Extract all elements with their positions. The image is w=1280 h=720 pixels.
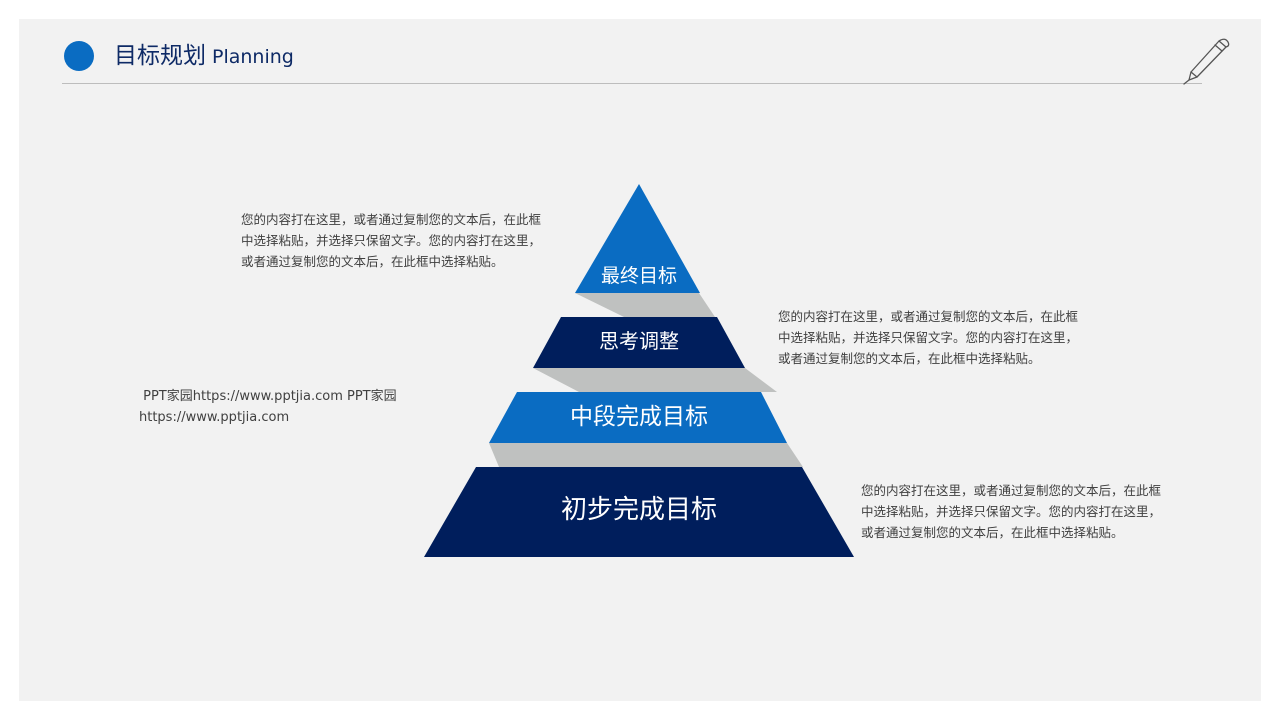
- pyramid-tier-1: [575, 184, 700, 293]
- connector-3: [489, 443, 803, 467]
- pyramid-tier-3: [489, 392, 787, 443]
- header-circle-icon: [64, 41, 94, 71]
- page-title: 目标规划 Planning: [114, 39, 294, 74]
- description-line: 中选择粘贴，并选择只保留文字。您的内容打在这里，: [861, 504, 1162, 519]
- description-line: 或者通过复制您的文本后，在此框中选择粘贴。: [241, 254, 504, 269]
- page-title-cn: 目标规划: [114, 43, 206, 69]
- description-line: 您的内容打在这里，或者通过复制您的文本后，在此框: [778, 309, 1079, 324]
- description-line: 或者通过复制您的文本后，在此框中选择粘贴。: [778, 351, 1041, 366]
- watermark-line: PPT家园https://www.pptjia.com PPT家园: [139, 389, 397, 404]
- description-middle-right: 您的内容打在这里，或者通过复制您的文本后，在此框 中选择粘贴，并选择只保留文字。…: [778, 306, 1108, 369]
- description-bottom-right: 您的内容打在这里，或者通过复制您的文本后，在此框 中选择粘贴，并选择只保留文字。…: [861, 480, 1191, 543]
- pyramid-tier-2: [533, 317, 745, 368]
- connector-2: [533, 368, 777, 392]
- description-line: 或者通过复制您的文本后，在此框中选择粘贴。: [861, 525, 1124, 540]
- pyramid-tier-4: [424, 467, 854, 557]
- watermark-line: https://www.pptjia.com: [139, 410, 290, 425]
- description-line: 您的内容打在这里，或者通过复制您的文本后，在此框: [861, 483, 1162, 498]
- slide: 目标规划 Planning 最终目标 思考调整 中段完成目标 初步完成目标 您的内…: [19, 19, 1261, 701]
- watermark-text: PPT家园https://www.pptjia.com PPT家园 https:…: [139, 386, 397, 428]
- pyramid-diagram: [424, 184, 854, 557]
- pen-icon: [1183, 38, 1230, 85]
- tier-label-2: 思考调整: [599, 329, 679, 353]
- header-divider: [62, 83, 1202, 84]
- description-top-left: 您的内容打在这里，或者通过复制您的文本后，在此框 中选择粘贴，并选择只保留文字。…: [241, 209, 571, 272]
- tier-label-3: 中段完成目标: [570, 404, 708, 430]
- description-line: 中选择粘贴，并选择只保留文字。您的内容打在这里，: [241, 233, 542, 248]
- tier-label-4: 初步完成目标: [560, 495, 718, 525]
- description-line: 中选择粘贴，并选择只保留文字。您的内容打在这里，: [778, 330, 1079, 345]
- tier-label-1: 最终目标: [600, 265, 678, 287]
- description-line: 您的内容打在这里，或者通过复制您的文本后，在此框: [241, 212, 542, 227]
- connector-1: [575, 293, 715, 317]
- page-title-en: Planning: [212, 46, 294, 68]
